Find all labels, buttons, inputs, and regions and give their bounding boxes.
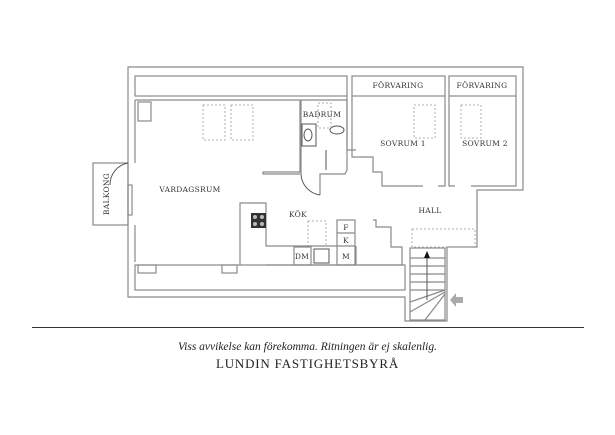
storage-1 xyxy=(351,75,446,97)
kitchen-sink-icon xyxy=(313,248,330,264)
room-label-hall: HALL xyxy=(418,206,441,215)
bathroom-door-arc xyxy=(300,173,321,196)
appliance-label-k: K xyxy=(343,236,349,245)
storage-2 xyxy=(448,75,517,97)
living-room-wall xyxy=(134,99,301,262)
toilet-icon xyxy=(329,125,345,135)
stove-icon xyxy=(251,213,266,228)
stair-up-arrow-icon xyxy=(424,251,430,258)
room-label-sovrum-1: SOVRUM 1 xyxy=(380,139,426,148)
bathroom-wall xyxy=(300,99,348,195)
sink-icon xyxy=(301,123,317,147)
divider xyxy=(32,327,584,328)
top-storage xyxy=(134,75,348,97)
room-label-vardagsrum: VARDAGSRUM xyxy=(158,185,220,194)
room-label-forvaring-2: FÖRVARING xyxy=(457,81,508,90)
room-label-sovrum-2: SOVRUM 2 xyxy=(462,139,508,148)
hall-wall xyxy=(358,219,403,266)
appliance-label-dm: DM xyxy=(295,252,309,261)
wardrobe xyxy=(137,101,152,122)
outer-wall xyxy=(127,66,524,322)
room-label-badrum: BADRUM xyxy=(303,110,341,119)
disclaimer: Viss avvikelse kan förekomma. Ritningen … xyxy=(177,341,437,353)
brand-name: LUNDIN FASTIGHETSBYRÅ xyxy=(215,356,400,371)
bedroom-2-wall xyxy=(438,96,517,187)
entrance-arrow-icon xyxy=(450,293,463,307)
room-label-kok: KÖK xyxy=(289,210,307,219)
room-label-forvaring-1: FÖRVARING xyxy=(373,81,424,90)
bedroom-1-wall xyxy=(351,96,423,187)
appliance-label-m: M xyxy=(342,252,350,261)
bottom-storage xyxy=(134,264,406,291)
staircase xyxy=(409,247,446,321)
room-label-balkong: BALKONG xyxy=(102,173,111,215)
appliance-label-f: F xyxy=(343,223,349,232)
